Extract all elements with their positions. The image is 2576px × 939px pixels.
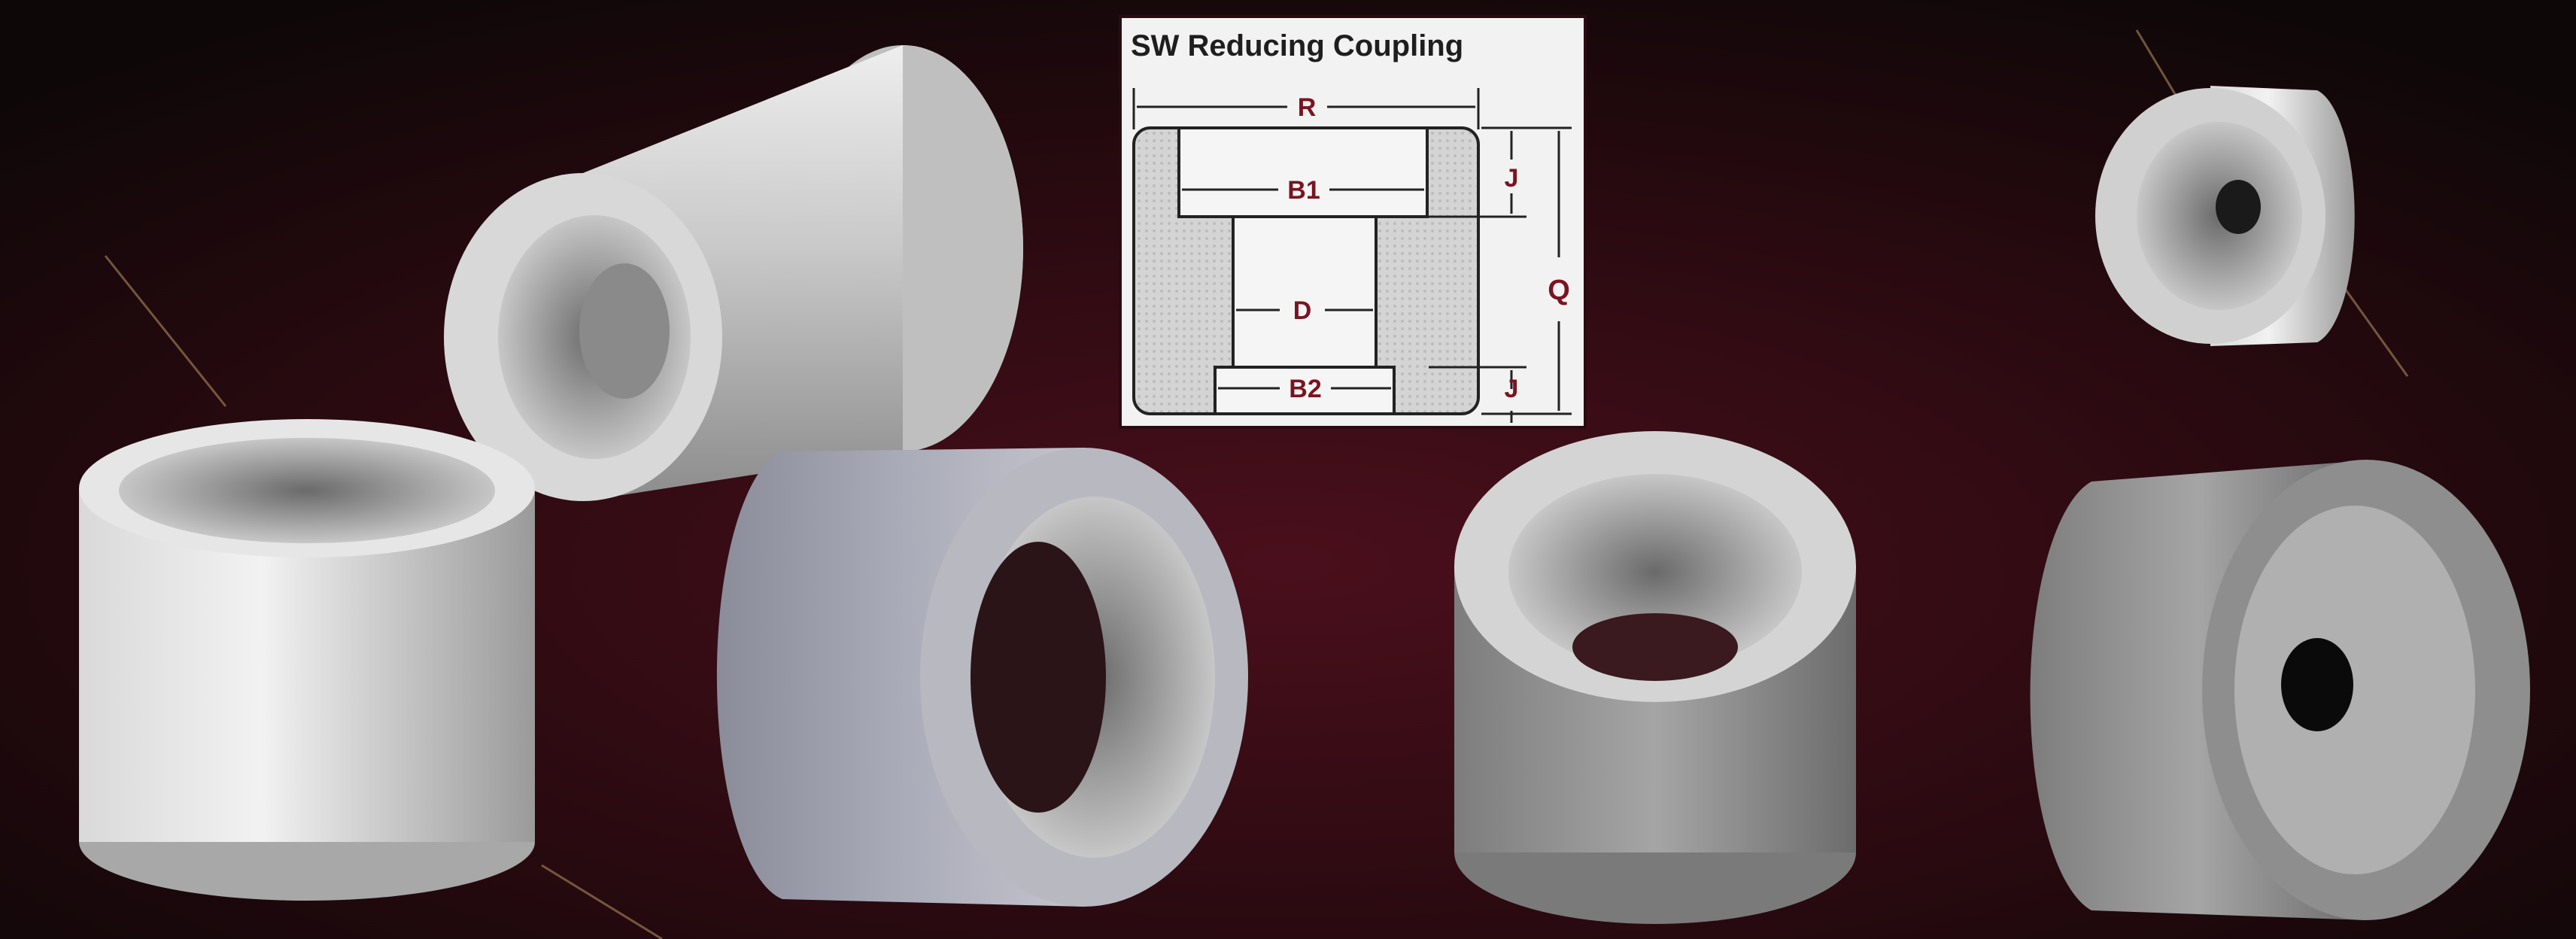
- coupling-photo-2: [79, 419, 535, 901]
- label-d: D: [1293, 296, 1312, 325]
- label-b2: B2: [1289, 375, 1321, 403]
- coupling-photo-1: [444, 45, 1023, 501]
- dimension-diagram: SW Reducing Coupling R B1 D B2 J J Q: [1119, 15, 1587, 429]
- label-j-bottom: J: [1505, 375, 1519, 403]
- coupling-photo-3: [716, 448, 1248, 907]
- coupling-photo-5: [2095, 86, 2355, 346]
- label-q: Q: [1548, 275, 1570, 306]
- coupling-photo-6: [2030, 460, 2530, 920]
- label-j-top: J: [1505, 164, 1519, 193]
- label-r: R: [1298, 93, 1317, 122]
- diagram-title: SW Reducing Coupling: [1131, 29, 1463, 62]
- coupling-photo-4: [1454, 431, 1856, 924]
- label-b1: B1: [1287, 176, 1320, 205]
